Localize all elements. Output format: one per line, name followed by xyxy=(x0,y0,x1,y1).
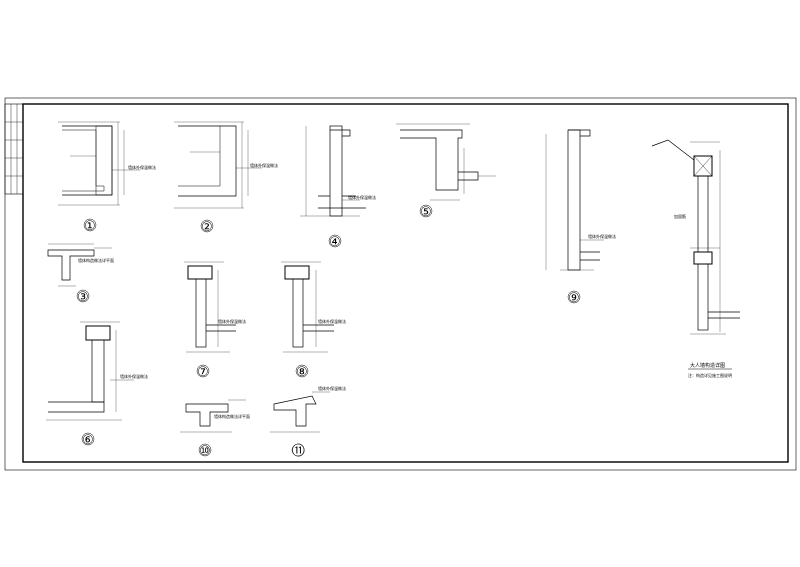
detail-2 xyxy=(174,121,262,209)
detail-3-label: ③ xyxy=(77,290,89,305)
detail-11-callout: 墙体外保温做法 xyxy=(318,385,346,391)
detail-9 xyxy=(545,129,604,271)
drawing-title: 大人墙构造详图 xyxy=(690,362,725,369)
detail-8-marker xyxy=(295,364,309,378)
detail-10-label: ⑩ xyxy=(199,444,211,459)
detail-2-label: ② xyxy=(201,220,213,235)
detail-8-label: ⑧ xyxy=(296,365,308,380)
detail-1 xyxy=(58,121,140,206)
detail-3 xyxy=(47,243,112,287)
drawing-note: 注：构造详见施工图说明 xyxy=(688,372,732,378)
drawing-frame xyxy=(22,103,789,463)
title-strip-grid xyxy=(5,104,23,194)
detail-7-marker xyxy=(196,364,210,378)
detail-5-marker xyxy=(419,204,433,218)
detail-2-marker xyxy=(200,219,214,233)
detail-10-callout: 墙体构造做法详平面 xyxy=(214,413,250,419)
detail-5 xyxy=(396,123,496,201)
detail-7-label: ⑦ xyxy=(197,365,209,380)
detail-8-callout: 墙体外保温做法 xyxy=(318,318,346,324)
detail-6-callout: 墙体外保温做法 xyxy=(120,373,148,379)
detail-3-marker xyxy=(76,289,90,303)
detail-1-label: ① xyxy=(84,219,96,234)
title-strip xyxy=(4,103,24,195)
detail-11-label: ⑪ xyxy=(292,444,305,459)
detail-1-callout: 墙体外保温做法 xyxy=(128,164,156,170)
detail-6-marker xyxy=(81,432,95,446)
detail-6-label: ⑥ xyxy=(82,433,94,448)
detail-4-label: ④ xyxy=(329,235,341,250)
detail-11 xyxy=(270,391,330,433)
detail-10-marker xyxy=(198,443,212,457)
detail-10 xyxy=(180,399,246,433)
detail-5-label: ⑤ xyxy=(420,205,432,220)
detail-11-marker xyxy=(291,443,305,457)
large-wall-callout: 加固筋 xyxy=(674,213,686,219)
detail-8 xyxy=(281,261,334,353)
detail-9-marker xyxy=(567,290,581,304)
detail-4-callout: 墙体外保温做法 xyxy=(348,194,376,200)
detail-4-marker xyxy=(328,234,342,248)
detail-7-callout: 墙体外保温做法 xyxy=(218,318,246,324)
detail-6 xyxy=(46,321,134,421)
detail-3-callout: 墙体构造做法详平面 xyxy=(78,257,114,263)
detail-2-callout: 墙体外保温做法 xyxy=(250,162,278,168)
detail-1-marker xyxy=(83,218,97,232)
detail-7 xyxy=(184,261,236,353)
detail-9-label: ⑨ xyxy=(568,291,580,306)
large-wall-section xyxy=(651,139,740,335)
detail-9-callout: 墙体外保温做法 xyxy=(588,233,616,239)
detail-4 xyxy=(300,125,366,217)
sheet-outer-border xyxy=(4,97,797,471)
